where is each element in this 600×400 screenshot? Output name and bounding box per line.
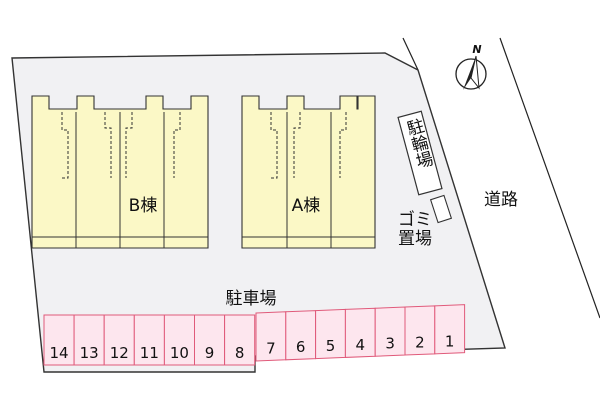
parking-space-number: 5 (326, 337, 336, 355)
parking-space-number: 7 (266, 339, 276, 357)
parking-space-number: 10 (170, 344, 189, 362)
building-b-label: B棟 (129, 196, 158, 216)
parking-space-number: 11 (140, 344, 159, 362)
road-edge-left (402, 37, 419, 71)
parking-space-number: 14 (50, 344, 69, 362)
parking-space-number: 2 (415, 333, 425, 351)
garbage-area (429, 194, 453, 224)
road-label: 道路 (484, 190, 518, 210)
parking-space-number: 3 (385, 335, 395, 353)
parking-space-number: 8 (235, 344, 245, 362)
building-b (31, 95, 209, 249)
parking-space (224, 314, 256, 366)
parking-space-number: 12 (110, 344, 129, 362)
parking-space-number: 4 (356, 336, 366, 354)
parking-row-right: 7 6 5 4 3 2 1 (255, 304, 466, 362)
road-edge-right (499, 37, 600, 319)
parking-space (434, 304, 466, 355)
garbage-area-label-line2: 置場 (398, 229, 432, 249)
north-arrow: N (455, 43, 487, 90)
north-label: N (472, 43, 481, 56)
building-a (241, 95, 376, 249)
parking-space-number: 13 (80, 344, 99, 362)
parking-label: 駐車場 (226, 289, 277, 309)
building-a-outline (241, 95, 376, 249)
parking-row-left: 14 13 12 11 10 9 8 (43, 314, 256, 366)
building-a-label: A棟 (292, 196, 321, 216)
garbage-area-label-line1: ゴミ (398, 209, 432, 230)
parking-space-number: 1 (445, 332, 455, 350)
parking-space-number: 9 (205, 344, 215, 362)
parking-space-number: 6 (296, 338, 306, 356)
